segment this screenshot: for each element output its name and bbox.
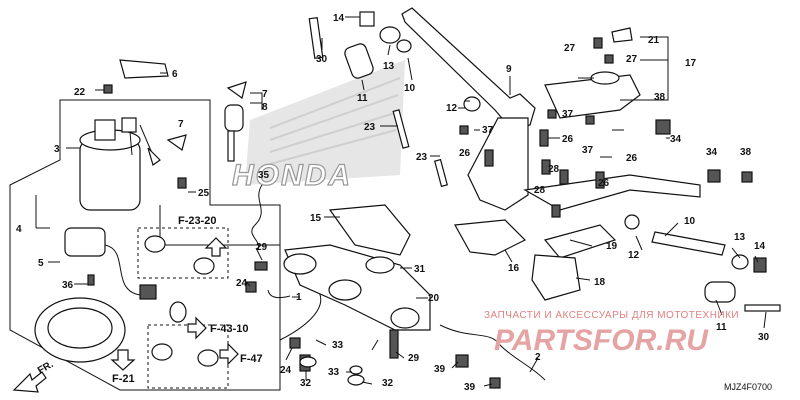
part-7-grommet (226, 81, 247, 100)
holder-18 (531, 254, 581, 301)
watermark-site: PARTSFOR.RU (494, 324, 709, 357)
cable-2 (439, 324, 546, 381)
callout-30b: 30 (758, 332, 770, 343)
part-7-grommet-2 (166, 134, 187, 151)
callout-26b: 26 (562, 134, 574, 145)
handlebar-left (401, 7, 536, 211)
callout-20: 20 (428, 293, 440, 304)
callout-29b: 29 (408, 353, 420, 364)
callout-30a: 30 (316, 54, 328, 65)
honda-wing-logo: HONDA (231, 60, 405, 193)
callout-37b: 37 (562, 109, 574, 120)
callout-1: 1 (296, 292, 302, 303)
callout-32b: 32 (382, 378, 394, 389)
callout-10b: 10 (684, 216, 696, 227)
holder-15 (328, 204, 411, 274)
callout-23a: 23 (364, 122, 376, 133)
callout-6: 6 (172, 69, 178, 80)
callout-5: 5 (38, 258, 44, 269)
diagram-code: MJZ4F0700 (724, 382, 772, 392)
callout-13b: 13 (734, 232, 746, 243)
callout-26c: 26 (598, 178, 610, 189)
cable-35 (251, 184, 263, 251)
holder-16 (454, 219, 527, 256)
callout-37c: 37 (582, 145, 594, 156)
callout-22: 22 (74, 87, 86, 98)
key-set (121, 104, 244, 166)
callout-38b: 38 (740, 147, 752, 158)
callout-7b: 7 (178, 119, 184, 130)
bolt-30-top (308, 11, 412, 79)
screws (87, 84, 187, 286)
callout-10a: 10 (404, 83, 416, 94)
callout-36: 36 (62, 280, 74, 291)
callout-19: 19 (606, 241, 618, 252)
callout-25: 25 (198, 188, 210, 199)
callout-9: 9 (506, 64, 512, 75)
connectors (144, 235, 219, 367)
callout-27b: 27 (626, 54, 638, 65)
callout-14a: 14 (333, 13, 345, 24)
callout-26d: 26 (626, 153, 638, 164)
callout-27a: 27 (564, 43, 576, 54)
reference-arrows (12, 237, 239, 393)
ref-f-43-10: F-43-10 (210, 323, 249, 335)
cable-1 (267, 289, 291, 299)
callout-33a: 33 (332, 340, 344, 351)
honda-brand-text: HONDA (232, 159, 352, 192)
callout-33b: 33 (328, 367, 340, 378)
callout-12a: 12 (446, 103, 458, 114)
callout-2: 2 (535, 352, 541, 363)
callout-labels: 1 2 3 4 5 6 7 7 8 9 10 10 11 11 12 12 13… (16, 13, 770, 393)
callout-17: 17 (685, 58, 697, 69)
callout-11b: 11 (716, 322, 727, 333)
callout-39a: 39 (434, 364, 446, 375)
callout-26a: 26 (459, 148, 471, 159)
cap-21 (34, 297, 126, 363)
misc-bolts (245, 37, 767, 389)
ref-f-23-20: F-23-20 (178, 215, 217, 227)
callout-12b: 12 (628, 250, 640, 261)
ignition-switch (64, 119, 157, 300)
callout-24a: 24 (236, 278, 248, 289)
top-bridge (283, 244, 431, 331)
dashed-box-upper (137, 227, 229, 279)
callout-35: 35 (258, 170, 270, 181)
ref-f-21: F-21 (112, 373, 135, 385)
callout-24b: 24 (280, 365, 292, 376)
callout-38a: 38 (654, 92, 666, 103)
callout-32a: 32 (300, 378, 312, 389)
callout-14b: 14 (754, 241, 766, 252)
callout-29a: 29 (256, 242, 268, 253)
callout-13a: 13 (383, 61, 395, 72)
callout-15: 15 (310, 213, 322, 224)
part-6-clamp (119, 59, 169, 79)
callout-4: 4 (16, 224, 22, 235)
callout-18: 18 (594, 277, 606, 288)
front-direction-label: FR. (36, 359, 56, 377)
cable-1b (279, 289, 322, 341)
callout-28b: 28 (534, 185, 546, 196)
callout-16: 16 (508, 263, 520, 274)
callout-8: 8 (262, 102, 268, 113)
callout-39b: 39 (464, 382, 476, 393)
watermark-tagline: ЗАПЧАСТИ И АКСЕССУАРЫ ДЛЯ МОТОТЕХНИКИ (484, 310, 739, 321)
ref-f-47: F-47 (240, 353, 263, 365)
callout-23b: 23 (416, 152, 428, 163)
leader-lines (35, 16, 767, 387)
callout-7a: 7 (262, 89, 268, 100)
callout-34b: 34 (706, 147, 718, 158)
callout-3: 3 (54, 144, 60, 155)
callout-34a: 34 (670, 134, 682, 145)
bracket-17 (544, 27, 641, 119)
callout-11a: 11 (357, 93, 368, 104)
callout-21: 21 (648, 35, 660, 46)
callout-37a: 37 (482, 125, 494, 136)
callout-28a: 28 (548, 164, 560, 175)
callout-31: 31 (414, 264, 426, 275)
